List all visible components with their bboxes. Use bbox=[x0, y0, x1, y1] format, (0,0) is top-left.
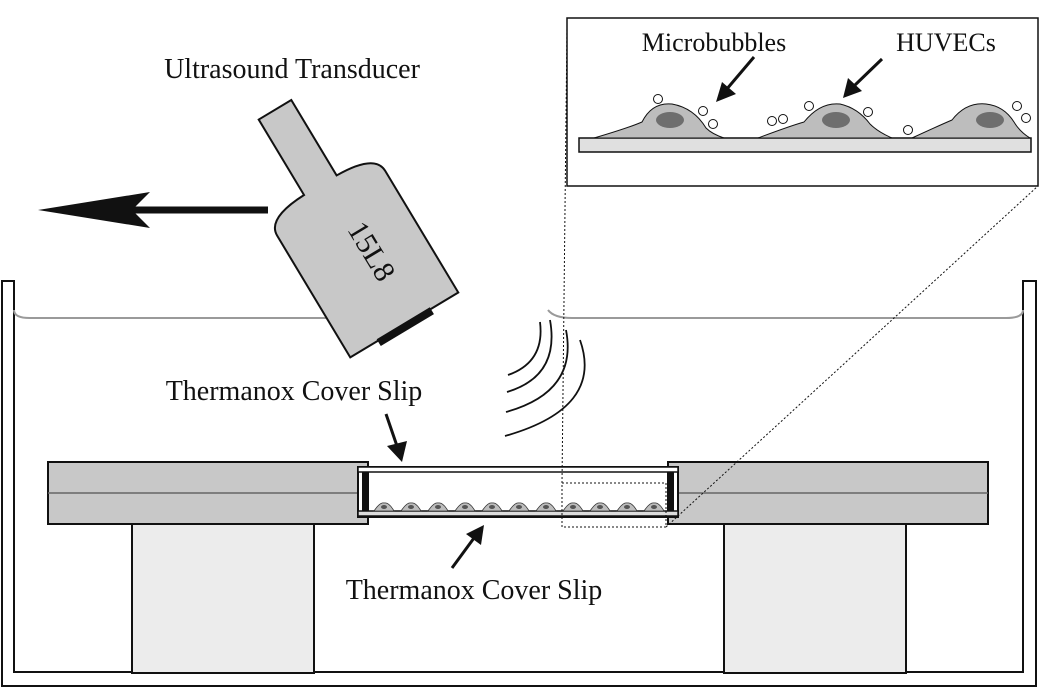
mini-cell-nucleus bbox=[516, 505, 522, 509]
mini-cell-nucleus bbox=[381, 505, 387, 509]
mini-cell-nucleus bbox=[570, 505, 576, 509]
right-spacer bbox=[667, 472, 674, 511]
transducer-label: Ultrasound Transducer bbox=[164, 54, 421, 85]
huvec-cell-1 bbox=[593, 103, 725, 139]
cell-monolayer bbox=[373, 502, 665, 512]
bottom-cover-slip bbox=[357, 510, 679, 517]
left-spacer bbox=[362, 472, 369, 511]
inset-zoom: Microbubbles HUVECs bbox=[566, 17, 1039, 187]
mini-cell-nucleus bbox=[462, 505, 468, 509]
microbubbles bbox=[653, 94, 1031, 135]
microbubbles-pointer-arrow bbox=[716, 56, 756, 102]
top-cover-slip-label: Thermanox Cover Slip bbox=[166, 376, 423, 407]
mini-cell-nucleus bbox=[435, 505, 441, 509]
huvec-cell-2 bbox=[757, 103, 893, 139]
mini-cell-nucleus bbox=[624, 505, 630, 509]
ultrasound-waves bbox=[504, 319, 586, 437]
left-holder-plate bbox=[47, 461, 369, 525]
mini-cell-nucleus bbox=[651, 505, 657, 509]
mini-cell-nucleus bbox=[543, 505, 549, 509]
ultrasound-transducer: 15L8 bbox=[257, 98, 460, 359]
transducer-face bbox=[376, 307, 434, 347]
zoom-indicator bbox=[561, 25, 1039, 528]
mini-cell-nucleus bbox=[408, 505, 414, 509]
mini-cell-nucleus bbox=[489, 505, 495, 509]
huvecs-label: HUVECs bbox=[896, 28, 996, 57]
culture-chamber bbox=[357, 466, 679, 518]
microbubbles-label: Microbubbles bbox=[642, 28, 786, 57]
movement-direction-arrow bbox=[38, 192, 268, 228]
mini-cell-nucleus bbox=[597, 505, 603, 509]
water-surface bbox=[13, 309, 1024, 319]
huvecs-pointer-arrow bbox=[843, 57, 884, 98]
huvec-cell-3 bbox=[911, 103, 1032, 139]
inset-cover-slip bbox=[578, 137, 1032, 153]
top-cover-slip-arrow bbox=[384, 413, 407, 462]
right-holder-plate bbox=[667, 461, 989, 525]
right-stand bbox=[723, 522, 907, 674]
bottom-cover-slip-arrow bbox=[450, 525, 484, 569]
top-cover-slip bbox=[357, 466, 679, 473]
left-stand bbox=[131, 522, 315, 674]
bottom-cover-slip-label: Thermanox Cover Slip bbox=[346, 575, 603, 606]
